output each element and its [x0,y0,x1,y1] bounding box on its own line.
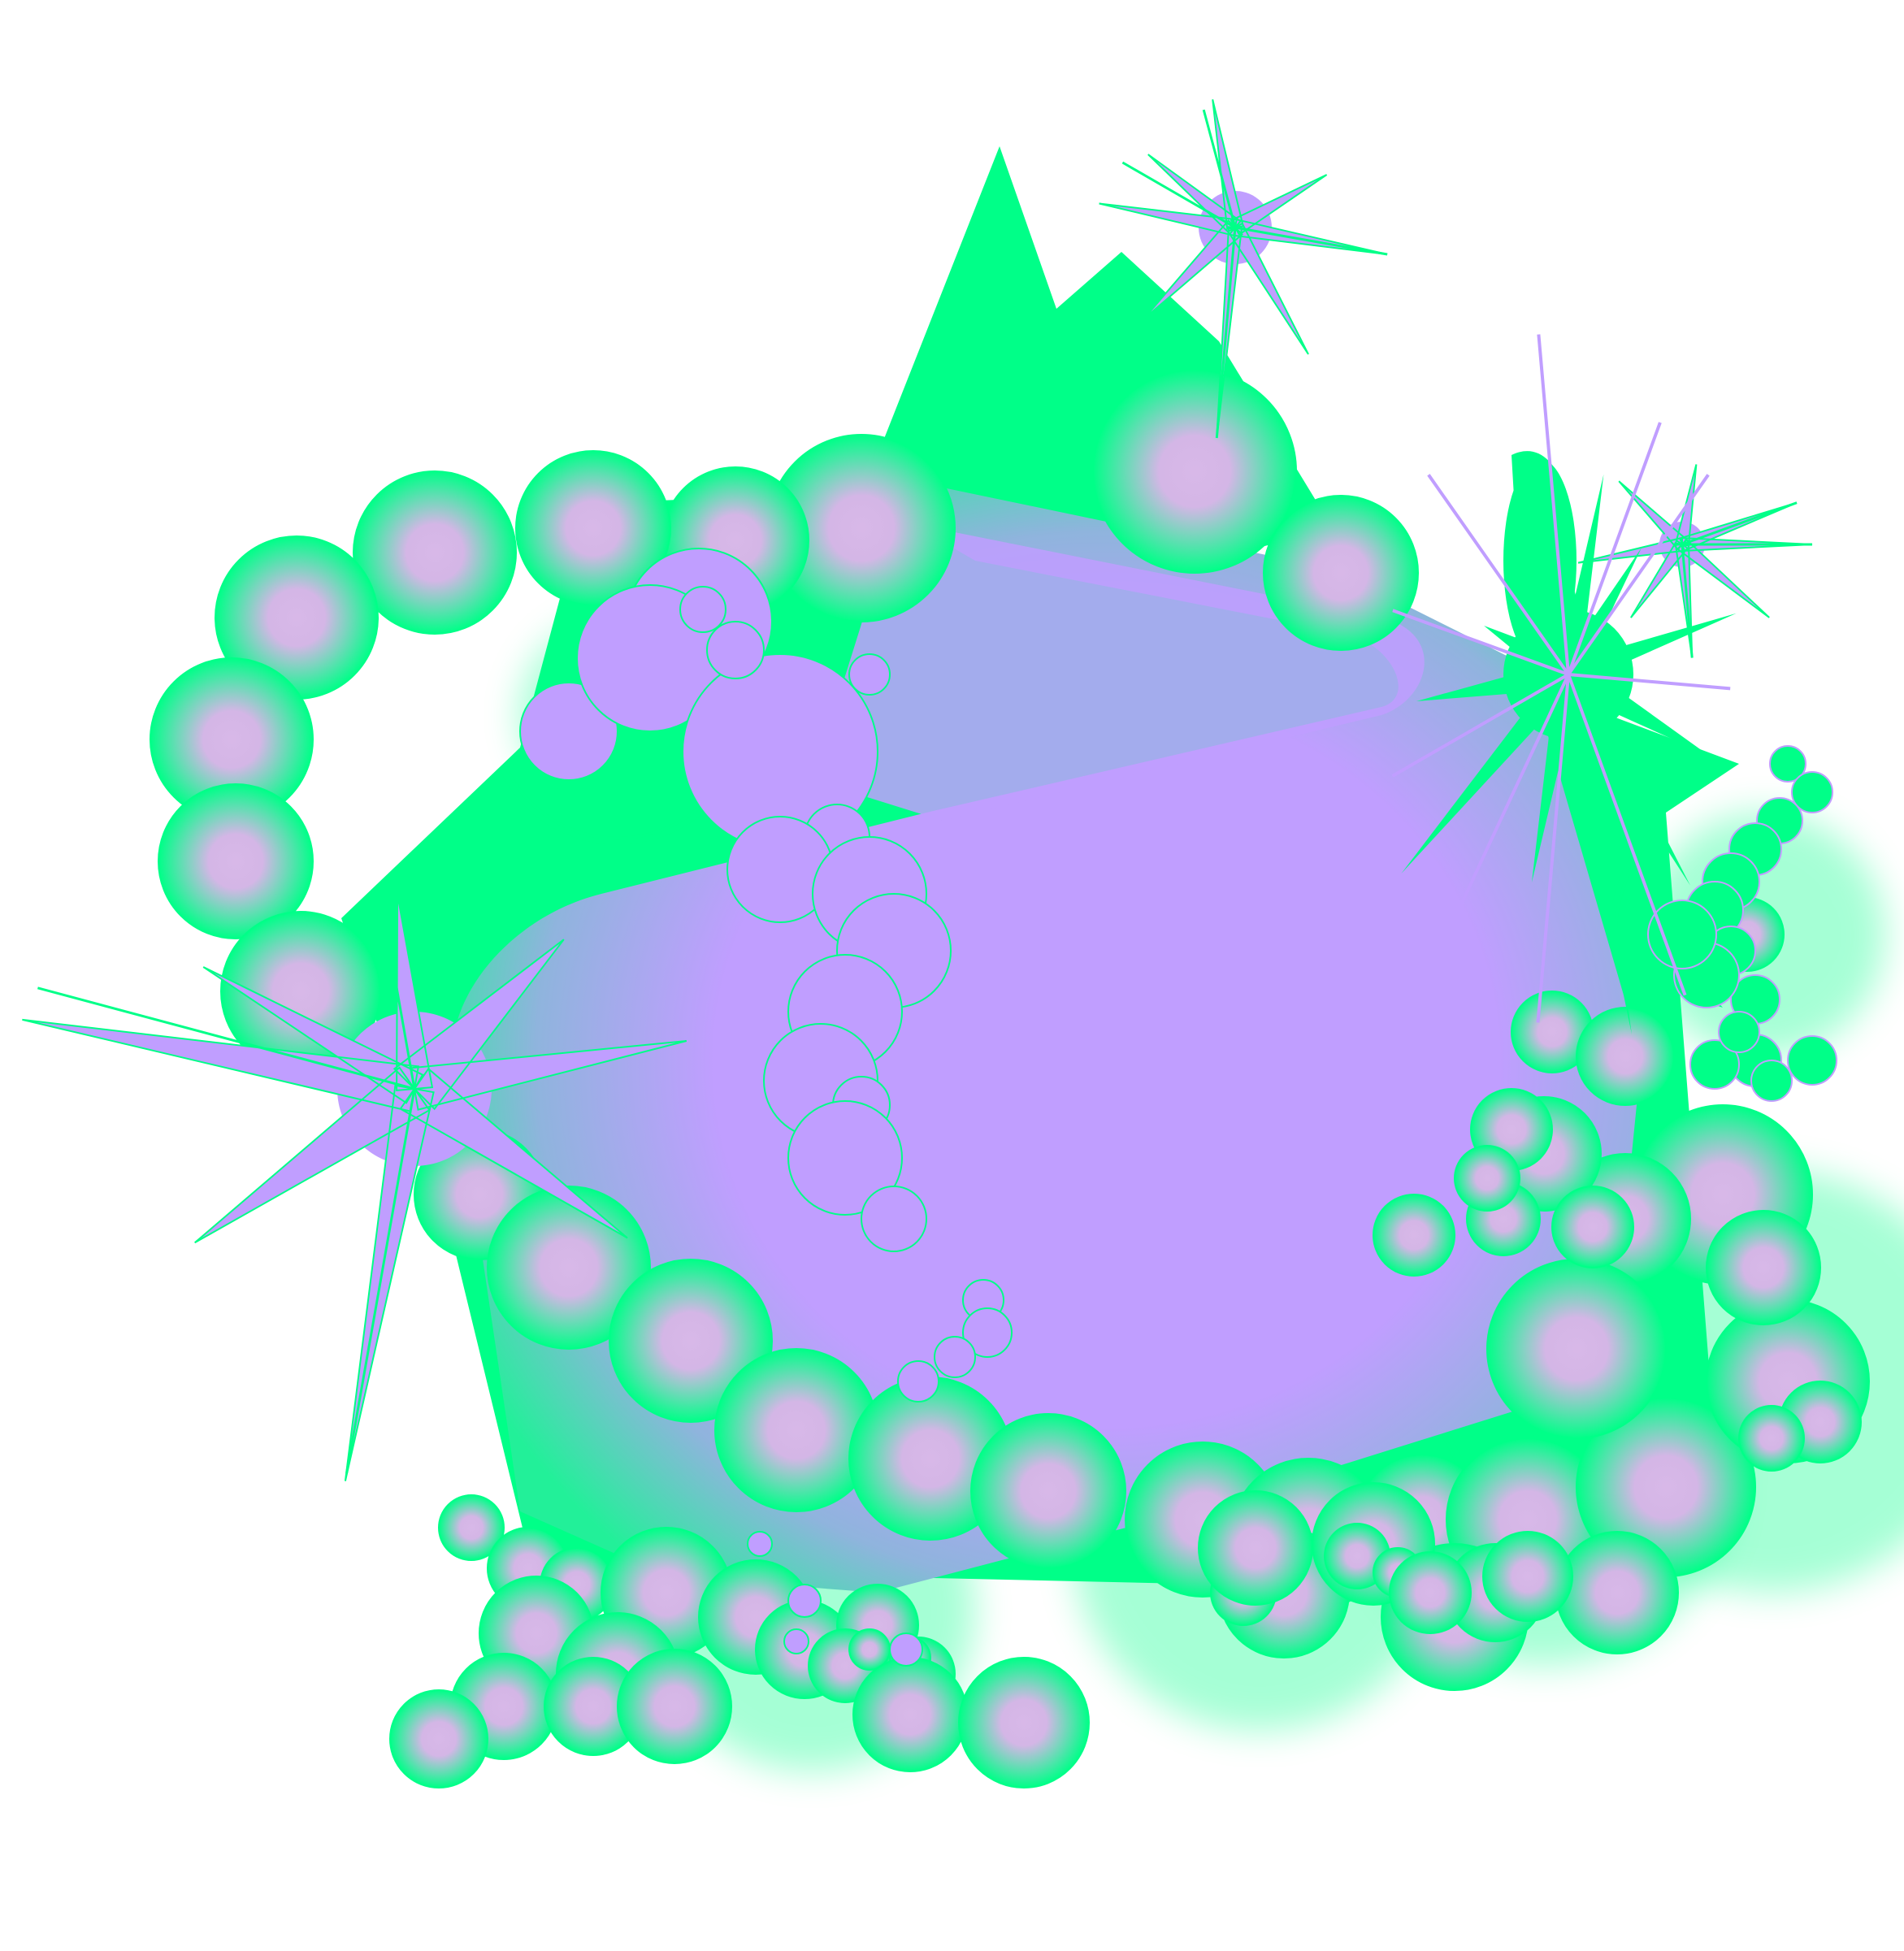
lavender-bubble [679,586,726,633]
lavender-ray [1567,474,1710,676]
lavender-bubble [934,1336,976,1378]
gradient-bubble [1576,1007,1675,1106]
lavender-bubble [962,1307,1013,1358]
lavender-bubble [848,653,891,696]
lavender-bubble [861,1186,927,1252]
lavender-ray [1436,674,1570,956]
gradient-bubble [852,1657,968,1772]
mint-bubble [1791,771,1833,813]
mint-bubble [1787,1035,1837,1086]
mint-bubble [1718,1011,1760,1053]
gradient-bubble [970,1413,1126,1569]
gradient-bubble [1551,1186,1634,1268]
lavender-ray [1567,674,1687,996]
lavender-ray [1568,673,1731,691]
gradient-bubble [1486,1259,1667,1439]
lavender-ray [1536,674,1570,1023]
gradient-bubble [515,450,671,606]
mint-ray [1234,226,1388,256]
sparkle-stars [22,99,1813,1481]
mint-ray [345,1088,416,1473]
lavender-upper-band [813,520,1425,821]
mint-ray [1202,109,1237,228]
gradient-bubble [617,1649,732,1764]
lavender-bubble [889,1632,923,1667]
gradient-bubble [1263,495,1419,651]
gradient-bubble [1738,1405,1805,1472]
mint-ray [1121,161,1236,229]
lavender-bubble [706,621,765,679]
lavender-bubble [897,1360,939,1403]
gradient-bubble [353,470,517,635]
gradient-bubble [1092,369,1297,574]
gradient-bubble [158,783,314,939]
gradient-bubble [389,1689,488,1788]
gradient-bubble [958,1657,1090,1788]
gradient-bubble [438,1494,505,1561]
mint-bubble [1750,1060,1793,1102]
gradient-bubble [1198,1490,1313,1606]
lavender-ray [1567,422,1662,675]
gradient-bubble [1555,1531,1679,1654]
lavender-sparkle-small [1577,464,1813,658]
lavender-bubble [783,1628,809,1654]
gradient-bubble [714,1348,878,1512]
gradient-bubble [1373,1194,1455,1277]
lavender-sparkle-top [1099,99,1388,439]
lavender-bubble [519,682,618,781]
gradient-bubble [1706,1210,1821,1325]
gradient-bubble [1482,1531,1573,1622]
lavender-bubble [787,1584,822,1618]
mint-ray [1681,501,1798,546]
lavender-ray [1391,673,1570,778]
mint-ray [1215,227,1237,439]
lavender-ray [1537,334,1570,675]
lavender-ray [1427,474,1570,676]
mint-ray [37,986,415,1090]
lavender-ray [1392,609,1569,676]
lavender-bubble [747,1531,773,1557]
gradient-bubble [1389,1551,1472,1634]
mint-bubble [1689,1039,1740,1090]
mint-bubble [1769,745,1806,783]
mint-ray [1681,544,1694,658]
mint-bubble [1647,900,1717,969]
lavender-bubble [787,1100,903,1216]
mint-ray [384,928,416,1090]
gradient-bubble [1454,1145,1520,1212]
bubble-clusters [150,369,1870,1788]
